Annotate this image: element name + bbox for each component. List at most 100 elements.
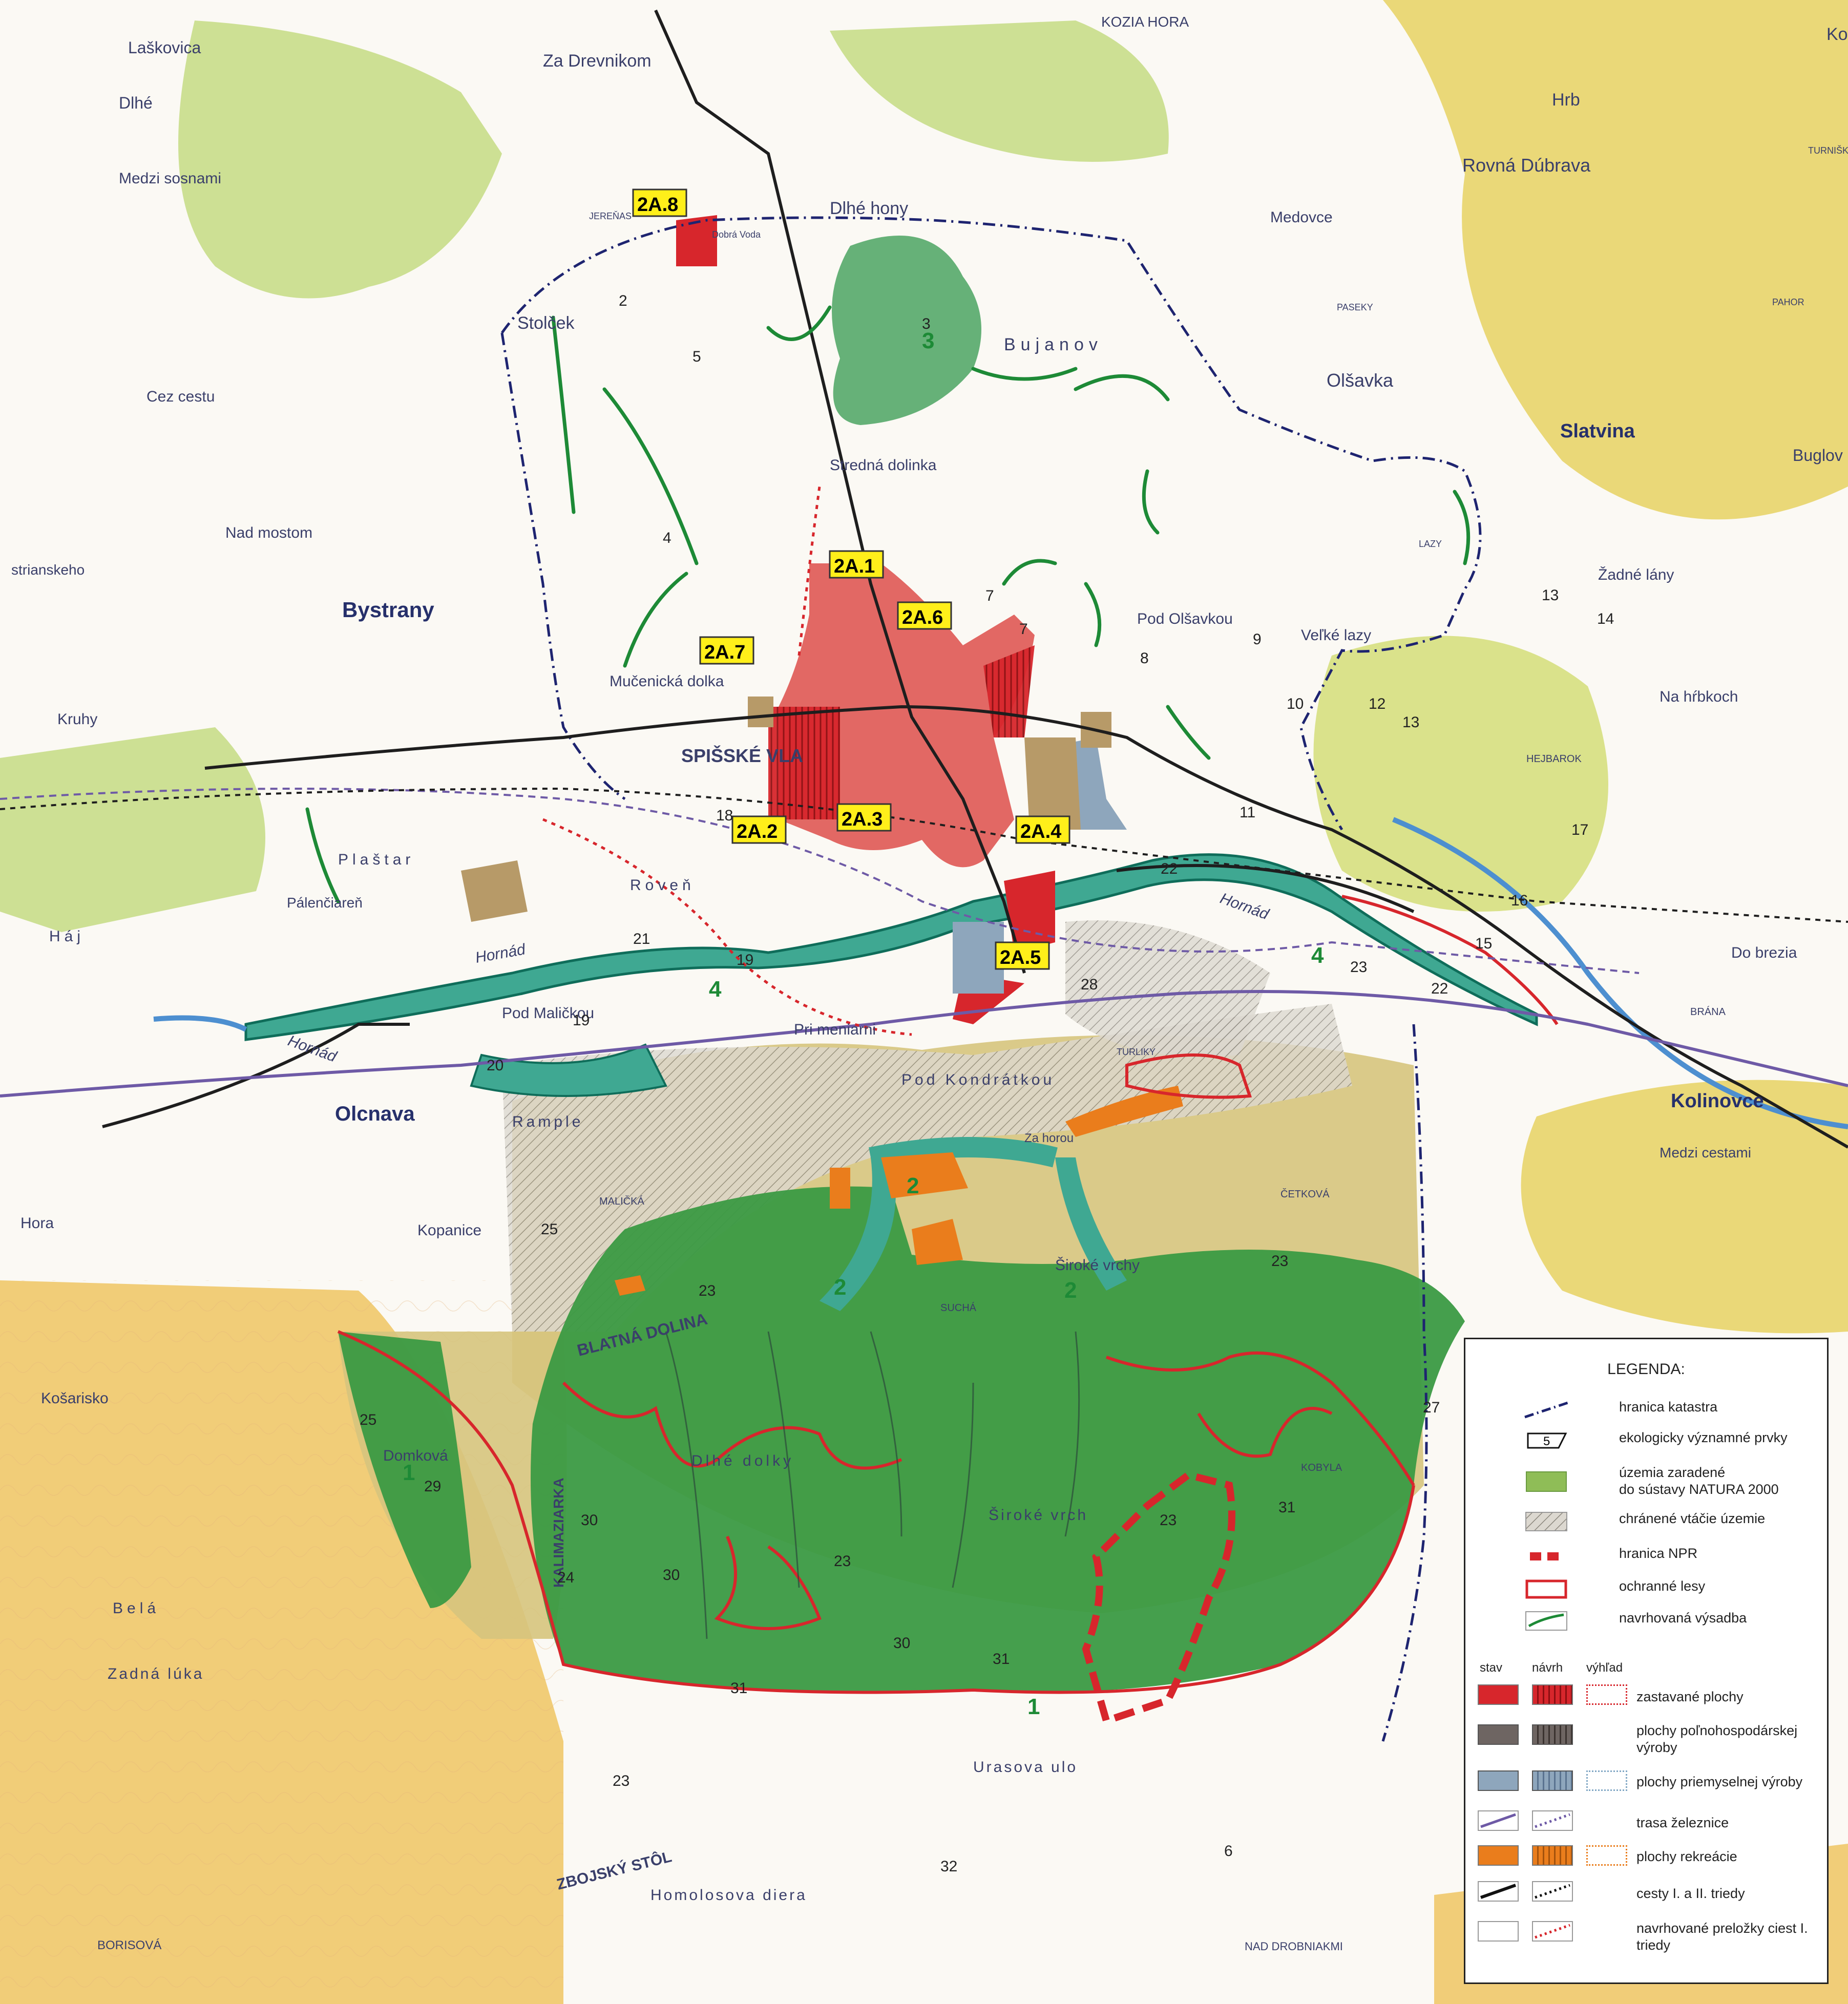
label-borisova: BORISOVÁ <box>97 1938 161 1952</box>
svg-text:23: 23 <box>834 1553 851 1570</box>
svg-text:25: 25 <box>541 1221 558 1238</box>
built-up-area <box>779 563 1035 868</box>
eco-element-symbol: 5 <box>1527 1432 1567 1449</box>
recreation-navrh <box>1532 1845 1573 1866</box>
label-medzi-sosnami: Medzi sosnami <box>119 170 221 187</box>
label-dlhe-dolky: Dlhé dolky <box>691 1452 794 1469</box>
svg-text:18: 18 <box>716 807 733 824</box>
label-siroke-vrch2: Široké vrch <box>989 1506 1088 1524</box>
zone-tag-2a2: 2A.2 <box>731 815 787 844</box>
svg-text:13: 13 <box>1402 714 1419 731</box>
col-vyhlad: výhľad <box>1586 1661 1623 1675</box>
legend-label: ochranné lesy <box>1619 1578 1706 1594</box>
legend-row-industry: plochy priemyselnej výroby <box>1465 1765 1827 1796</box>
svg-text:11: 11 <box>1240 804 1255 821</box>
label-zadne-lany: Žadné lány <box>1598 566 1674 583</box>
relocation-stav <box>1478 1921 1519 1942</box>
agri-navrh <box>1532 1724 1573 1745</box>
svg-text:2: 2 <box>834 1275 846 1300</box>
legend-label: navrhované preložky ciest I. triedy <box>1636 1921 1808 1953</box>
legend-row-cadastral: hranica katastra <box>1465 1396 1827 1426</box>
label-spisske-vlachy: SPIŠSKÉ VLA <box>681 745 803 766</box>
zone-tags: 2A.1 2A.2 2A.3 2A.4 2A.5 2A.6 2A.7 2A.8 <box>632 188 1070 970</box>
svg-text:2A.3: 2A.3 <box>842 809 883 830</box>
legend-label: zastavané plochy <box>1636 1689 1744 1704</box>
label-do-brezia: Do brezia <box>1731 944 1797 961</box>
label-paseky: PASEKY <box>1337 302 1373 312</box>
svg-text:5: 5 <box>1543 1435 1550 1448</box>
label-dlhe-hony: Dlhé hony <box>830 199 908 218</box>
label-stredna-dolinka: Stredná dolinka <box>830 457 937 474</box>
legend-row-npr: hranica NPR <box>1465 1542 1827 1573</box>
svg-text:1: 1 <box>403 1460 415 1485</box>
legend-row-recreation: plochy rekreácie <box>1465 1841 1827 1872</box>
zone-tag-2a5: 2A.5 <box>995 941 1050 970</box>
legend-label: plochy poľnohospodárskej výroby <box>1636 1723 1798 1755</box>
npr-symbol <box>1530 1552 1565 1560</box>
label-domkova: Domková <box>383 1447 448 1464</box>
svg-text:2A.4: 2A.4 <box>1020 821 1061 842</box>
svg-text:30: 30 <box>663 1567 680 1584</box>
label-dlhe: Dlhé <box>119 94 153 112</box>
svg-text:2A.5: 2A.5 <box>1000 947 1041 968</box>
svg-text:23: 23 <box>613 1773 629 1789</box>
label-rovna-dubrava: Rovná Dúbrava <box>1462 155 1591 176</box>
svg-text:3: 3 <box>922 315 931 332</box>
svg-text:22: 22 <box>1431 980 1448 997</box>
svg-text:2A.8: 2A.8 <box>637 194 678 216</box>
label-kozia-hora: KOZIA HORA <box>1101 14 1189 30</box>
road-stav <box>1478 1881 1519 1902</box>
svg-text:19: 19 <box>737 952 753 968</box>
place-labels: SPIŠSKÉ VLA Bystrany Olcnava Kolinovce S… <box>11 14 1848 1953</box>
label-slatvina: Slatvina <box>1560 420 1635 442</box>
svg-text:22: 22 <box>1161 860 1178 877</box>
eco-element-numbers: 2 5 4 7 7 8 9 10 11 12 13 13 14 15 16 17… <box>360 292 1614 1875</box>
label-rample: Rample <box>512 1113 583 1130</box>
label-nad-drobniakmi: NAD DROBNIAKMI <box>1245 1940 1343 1953</box>
built-navrh <box>1532 1684 1573 1705</box>
svg-text:32: 32 <box>940 1858 957 1875</box>
legend-label: navrhovaná výsadba <box>1619 1610 1747 1626</box>
label-kopanice: Kopanice <box>417 1222 481 1239</box>
svg-text:9: 9 <box>1253 631 1262 648</box>
label-velke-lazy: Veľké lazy <box>1301 627 1371 644</box>
svg-text:30: 30 <box>893 1635 910 1652</box>
svg-text:23: 23 <box>1271 1253 1288 1270</box>
recreation-vyhlad <box>1586 1845 1627 1866</box>
zone-tag-2a1: 2A.1 <box>829 550 884 579</box>
svg-text:27: 27 <box>1423 1399 1440 1416</box>
svg-text:6: 6 <box>1224 1843 1233 1860</box>
npr-boundary <box>1082 1471 1235 1725</box>
svg-text:14: 14 <box>1597 610 1614 627</box>
legend-label: územia zaradené do sústavy NATURA 2000 <box>1619 1465 1779 1497</box>
label-kobyla: KOBYLA <box>1301 1462 1342 1473</box>
legend-row-rail: trasa železnice <box>1465 1806 1827 1837</box>
label-olsavka: Olšavka <box>1327 370 1394 391</box>
zone-tag-2a6: 2A.6 <box>897 601 952 630</box>
label-roven: Roveň <box>630 877 695 894</box>
label-mucenicka-dolka: Mučenická dolka <box>610 673 724 690</box>
svg-text:20: 20 <box>487 1057 503 1074</box>
svg-text:31: 31 <box>730 1680 747 1697</box>
label-za-drevnikom: Za Drevnikom <box>543 51 652 71</box>
svg-text:2: 2 <box>619 292 627 309</box>
natura-site-numbers: 1 1 2 2 2 3 4 4 <box>403 328 1324 1719</box>
zone-tag-2a7: 2A.7 <box>699 636 754 665</box>
label-medovce: Medovce <box>1270 209 1333 226</box>
label-laskovica: Laškovica <box>128 38 201 57</box>
cadastral-boundary <box>500 216 1482 831</box>
industry-stav <box>1478 1770 1519 1791</box>
legend-row-relocation: navrhované preložky ciest I. triedy <box>1465 1915 1827 1956</box>
label-olcnava: Olcnava <box>335 1103 415 1125</box>
label-kruhy: Kruhy <box>57 711 97 728</box>
label-pod-kondratkou: Pod Kondrátkou <box>901 1071 1055 1088</box>
natura-swatch <box>1526 1471 1567 1492</box>
svg-text:25: 25 <box>360 1411 376 1428</box>
label-turliky: TURLIKY <box>1117 1047 1156 1057</box>
svg-text:23: 23 <box>699 1282 716 1299</box>
label-pod-olsavkou: Pod Olšavkou <box>1137 610 1233 627</box>
label-pod-malickou: Pod Maličkou <box>502 1005 594 1022</box>
protected-forest-lines <box>337 895 1559 1694</box>
svg-text:7: 7 <box>985 587 994 604</box>
cadastral-boundary-symbol <box>1524 1401 1568 1419</box>
